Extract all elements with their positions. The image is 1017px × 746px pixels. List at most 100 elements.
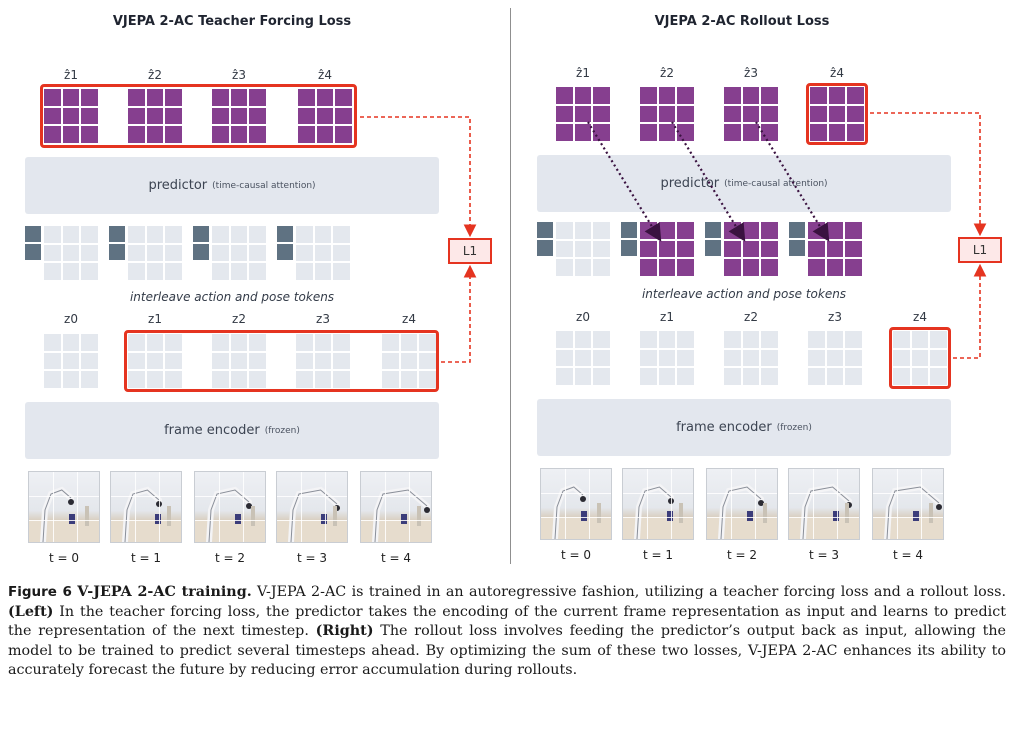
- caption-title: V-JEPA 2-AC training.: [77, 584, 252, 600]
- right-input-token-1: [556, 222, 610, 276]
- panel-divider: [510, 8, 511, 564]
- left-frame-2: [194, 471, 266, 543]
- left-action-token-2: [109, 226, 125, 260]
- left-z-label-1: z1: [148, 312, 162, 326]
- left-frame-3: [276, 471, 348, 543]
- left-z-label-4: z4: [402, 312, 416, 326]
- left-input-token-2: [128, 226, 182, 280]
- right-input-token-4: [808, 222, 862, 276]
- left-time-label-3: t = 3: [296, 551, 328, 565]
- right-z-label-0: z0: [576, 310, 590, 324]
- right-time-label-3: t = 3: [808, 548, 840, 562]
- right-predictor-block: predictor (time-causal attention): [537, 155, 951, 212]
- left-pred-label-2: ẑ2: [148, 68, 162, 82]
- left-z-label-2: z2: [232, 312, 246, 326]
- left-panel-title: VJEPA 2-AC Teacher Forcing Loss: [112, 14, 352, 29]
- left-predictor-label: predictor: [148, 178, 208, 193]
- left-l1-loss: L1: [448, 238, 492, 264]
- caption-right-tag: (Right): [315, 623, 374, 640]
- right-z-token-2: [724, 331, 778, 385]
- left-pred-label-3: ẑ3: [232, 68, 246, 82]
- right-frame-1: [622, 468, 694, 540]
- right-predictor-note: (time-causal attention): [724, 178, 828, 189]
- right-l1-loss: L1: [958, 237, 1002, 263]
- left-time-label-1: t = 1: [130, 551, 162, 565]
- caption-text-1: V-JEPA 2-AC is trained in an autoregress…: [251, 584, 1006, 600]
- right-frame-0: [540, 468, 612, 540]
- right-panel-title: VJEPA 2-AC Rollout Loss: [654, 14, 830, 29]
- right-input-token-3: [724, 222, 778, 276]
- left-predictor-block: predictor (time-causal attention): [25, 157, 439, 214]
- left-z-token-3: [296, 334, 350, 388]
- right-z-token-0: [556, 331, 610, 385]
- left-z-token-0: [44, 334, 98, 388]
- right-pred-label-4: ẑ4: [830, 66, 844, 80]
- right-frame-4: [872, 468, 944, 540]
- right-pred-token-3: [724, 87, 778, 141]
- left-predictor-note: (time-causal attention): [212, 180, 316, 191]
- left-frame-1: [110, 471, 182, 543]
- right-encoder-note: (frozen): [776, 422, 812, 433]
- right-time-label-4: t = 4: [892, 548, 924, 562]
- right-z-label-3: z3: [828, 310, 842, 324]
- figure-caption: Figure 6 V-JEPA 2-AC training. V-JEPA 2-…: [8, 583, 1006, 681]
- right-frame-3: [788, 468, 860, 540]
- right-z-token-3: [808, 331, 862, 385]
- left-pred-token-4: [298, 89, 352, 143]
- left-target-to-loss-connector: [441, 264, 477, 363]
- right-action-token-4: [789, 222, 805, 256]
- left-z-label-0: z0: [64, 312, 78, 326]
- right-z-token-4: [893, 331, 947, 385]
- left-encoder-block: frame encoder (frozen): [25, 402, 439, 459]
- left-pred-token-2: [128, 89, 182, 143]
- left-action-token-1: [25, 226, 41, 260]
- caption-figure-label: Figure 6: [8, 584, 72, 600]
- left-pred-token-1: [44, 89, 98, 143]
- right-pred-highlight: [806, 83, 868, 145]
- right-pred-label-1: ẑ1: [576, 66, 590, 80]
- left-time-label-4: t = 4: [380, 551, 412, 565]
- left-input-token-4: [296, 226, 350, 280]
- caption-text-3: The rollout loss involves feeding the pr…: [8, 623, 1006, 679]
- caption-text-2: In the teacher forcing loss, the predict…: [8, 603, 1006, 640]
- left-frame-0: [28, 471, 100, 543]
- right-encoder-block: frame encoder (frozen): [537, 399, 951, 456]
- right-interleave-label: interleave action and pose tokens: [641, 287, 847, 301]
- left-pred-highlight: [40, 84, 357, 148]
- left-pred-token-3: [212, 89, 266, 143]
- right-time-label-0: t = 0: [560, 548, 592, 562]
- right-action-token-3: [705, 222, 721, 256]
- left-action-token-4: [277, 226, 293, 260]
- right-target-to-loss-connector: [953, 263, 987, 359]
- right-input-token-2: [640, 222, 694, 276]
- left-time-label-2: t = 2: [214, 551, 246, 565]
- left-frame-4: [360, 471, 432, 543]
- right-target-highlight: [889, 327, 951, 389]
- right-pred-label-2: ẑ2: [660, 66, 674, 80]
- left-pred-label-1: ẑ1: [64, 68, 78, 82]
- right-pred-token-2: [640, 87, 694, 141]
- right-pred-label-3: ẑ3: [744, 66, 758, 80]
- left-z-token-4: [382, 334, 436, 388]
- left-z-token-2: [212, 334, 266, 388]
- left-target-highlight: [124, 330, 439, 392]
- right-time-label-2: t = 2: [726, 548, 758, 562]
- right-z-token-1: [640, 331, 694, 385]
- left-interleave-label: interleave action and pose tokens: [129, 290, 335, 304]
- right-z-label-1: z1: [660, 310, 674, 324]
- right-frame-2: [706, 468, 778, 540]
- right-z-label-2: z2: [744, 310, 758, 324]
- left-input-token-3: [212, 226, 266, 280]
- left-z-label-3: z3: [316, 312, 330, 326]
- left-encoder-note: (frozen): [264, 425, 300, 436]
- left-encoder-label: frame encoder: [164, 423, 260, 438]
- right-pred-token-1: [556, 87, 610, 141]
- left-time-label-0: t = 0: [48, 551, 80, 565]
- right-z-label-4: z4: [913, 310, 927, 324]
- right-action-token-2: [621, 222, 637, 256]
- right-encoder-label: frame encoder: [676, 420, 772, 435]
- left-pred-label-4: ẑ4: [318, 68, 332, 82]
- right-time-label-1: t = 1: [642, 548, 674, 562]
- left-action-token-3: [193, 226, 209, 260]
- right-predictor-label: predictor: [660, 176, 720, 191]
